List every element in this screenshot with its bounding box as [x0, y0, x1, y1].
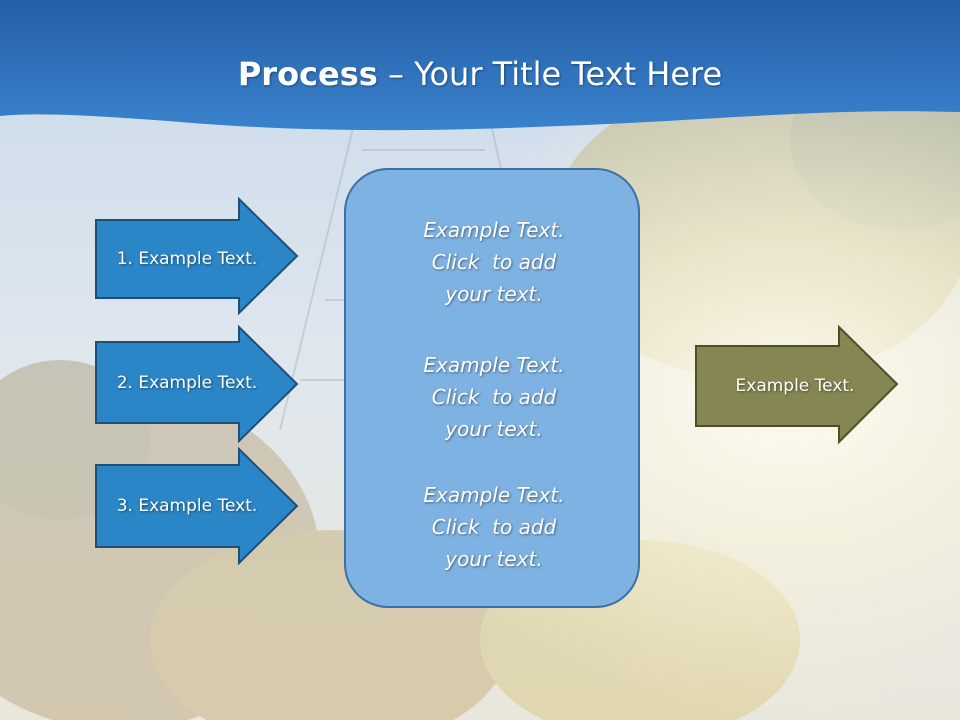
- process-text-block-3[interactable]: Example Text. Click to add your text.: [346, 479, 642, 575]
- process-box[interactable]: Example Text. Click to add your text. Ex…: [344, 168, 640, 608]
- process-text-line: Click to add: [431, 515, 557, 539]
- input-arrow-label: 1. Example Text.: [116, 249, 258, 269]
- process-text-line: your text.: [445, 547, 543, 571]
- process-text-line: Example Text.: [423, 483, 565, 507]
- process-text-block-2[interactable]: Example Text. Click to add your text.: [346, 349, 642, 445]
- input-arrow-label: 2. Example Text.: [116, 372, 258, 393]
- process-text-line: Example Text.: [423, 353, 565, 377]
- right-arrow-shape: [95, 196, 299, 316]
- input-arrow-3[interactable]: 3. Example Text.: [95, 446, 300, 566]
- right-arrow-shape: [695, 324, 899, 445]
- right-arrow-shape: [95, 446, 299, 566]
- input-arrow-label: 3. Example Text.: [116, 496, 258, 516]
- input-arrow-2[interactable]: 2. Example Text.: [95, 324, 300, 444]
- output-arrow-label: Example Text.: [735, 376, 855, 396]
- right-arrow-shape: [95, 324, 299, 444]
- process-text-line: Click to add: [431, 250, 557, 274]
- process-text-line: Click to add: [431, 385, 557, 409]
- slide-title[interactable]: Process – Your Title Text Here: [0, 52, 960, 96]
- process-text-line: Example Text.: [423, 218, 565, 242]
- process-text-line: your text.: [445, 282, 543, 306]
- input-arrow-1[interactable]: 1. Example Text.: [95, 196, 300, 316]
- output-arrow[interactable]: Example Text.: [695, 324, 900, 445]
- process-text-line: your text.: [445, 417, 543, 441]
- process-text-block-1[interactable]: Example Text. Click to add your text.: [346, 214, 642, 310]
- title-rest-part: – Your Title Text Here: [377, 55, 723, 93]
- title-bold-part: Process: [237, 55, 378, 93]
